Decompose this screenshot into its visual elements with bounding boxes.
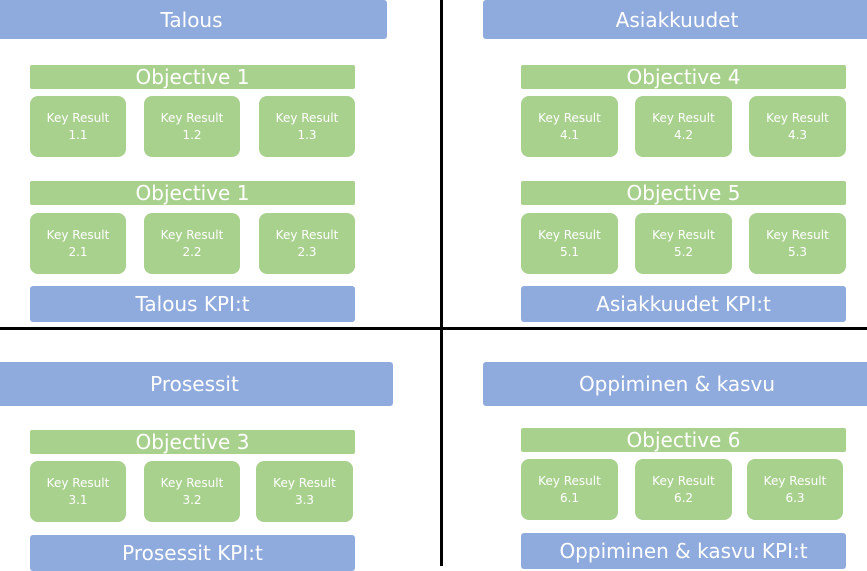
key-result-box: Key Result 4.1 [521, 96, 618, 157]
key-result-box: Key Result 2.1 [30, 213, 126, 274]
key-result-label: Key Result [46, 475, 110, 490]
key-result-number: 3.3 [294, 492, 315, 507]
key-result-box: Key Result 2.3 [259, 213, 355, 274]
key-result-label: Key Result [652, 473, 715, 488]
category-header-talous: Talous [0, 0, 387, 39]
horizontal-divider [0, 327, 867, 330]
key-result-number: 5.3 [787, 244, 808, 259]
key-result-label: Key Result [160, 475, 224, 490]
key-result-box: Key Result 3.2 [144, 461, 240, 522]
key-result-box: Key Result 5.2 [635, 213, 732, 274]
key-result-label: Key Result [538, 110, 601, 125]
key-result-number: 2.3 [297, 244, 317, 259]
key-result-label: Key Result [275, 227, 339, 242]
key-result-box: Key Result 6.1 [521, 459, 618, 520]
kpi-bar-asiakkuudet: Asiakkuudet KPI:t [521, 286, 846, 322]
key-result-box: Key Result 4.3 [749, 96, 846, 157]
kpi-bar-oppiminen-kasvu: Oppiminen & kasvu KPI:t [521, 533, 846, 569]
key-result-number: 5.2 [673, 244, 694, 259]
key-result-box: Key Result 1.3 [259, 96, 355, 157]
key-result-number: 6.1 [559, 490, 580, 505]
category-header-prosessit: Prosessit [0, 362, 393, 406]
key-result-label: Key Result [275, 110, 339, 125]
key-result-number: 4.1 [559, 127, 580, 142]
key-result-label: Key Result [766, 227, 829, 242]
key-result-box: Key Result 3.3 [256, 461, 353, 522]
key-result-label: Key Result [763, 473, 827, 488]
key-result-box: Key Result 1.2 [144, 96, 240, 157]
category-header-oppiminen-kasvu: Oppiminen & kasvu [483, 362, 867, 406]
kpi-bar-talous: Talous KPI:t [30, 286, 355, 322]
key-result-label: Key Result [46, 227, 110, 242]
key-result-label: Key Result [46, 110, 110, 125]
key-result-number: 2.2 [182, 244, 202, 259]
key-result-number: 3.2 [182, 492, 202, 507]
key-result-box: Key Result 3.1 [30, 461, 126, 522]
key-result-number: 6.3 [785, 490, 805, 505]
key-result-box: Key Result 2.2 [144, 213, 240, 274]
key-result-number: 6.2 [673, 490, 694, 505]
key-result-box: Key Result 6.3 [747, 459, 843, 520]
key-result-box: Key Result 6.2 [635, 459, 732, 520]
kpi-bar-prosessit: Prosessit KPI:t [30, 535, 355, 571]
objective-bar: Objective 1 [30, 181, 355, 205]
key-result-label: Key Result [160, 110, 224, 125]
objective-bar: Objective 6 [521, 428, 846, 452]
key-result-number: 3.1 [68, 492, 88, 507]
vertical-divider [440, 0, 443, 566]
key-result-number: 2.1 [68, 244, 88, 259]
key-result-label: Key Result [652, 110, 715, 125]
key-result-label: Key Result [766, 110, 829, 125]
key-result-label: Key Result [538, 227, 601, 242]
key-result-number: 4.2 [673, 127, 694, 142]
key-result-box: Key Result 5.1 [521, 213, 618, 274]
objective-bar: Objective 5 [521, 181, 846, 205]
key-result-number: 5.1 [559, 244, 580, 259]
key-result-number: 4.3 [787, 127, 808, 142]
key-result-label: Key Result [538, 473, 601, 488]
key-result-box: Key Result 4.2 [635, 96, 732, 157]
category-header-asiakkuudet: Asiakkuudet [483, 0, 867, 39]
key-result-box: Key Result 5.3 [749, 213, 846, 274]
key-result-number: 1.1 [68, 127, 88, 142]
key-result-number: 1.2 [182, 127, 202, 142]
objective-bar: Objective 1 [30, 65, 355, 89]
key-result-number: 1.3 [297, 127, 317, 142]
key-result-label: Key Result [160, 227, 224, 242]
key-result-box: Key Result 1.1 [30, 96, 126, 157]
objective-bar: Objective 4 [521, 65, 846, 89]
objective-bar: Objective 3 [30, 430, 355, 454]
key-result-label: Key Result [273, 475, 336, 490]
key-result-label: Key Result [652, 227, 715, 242]
